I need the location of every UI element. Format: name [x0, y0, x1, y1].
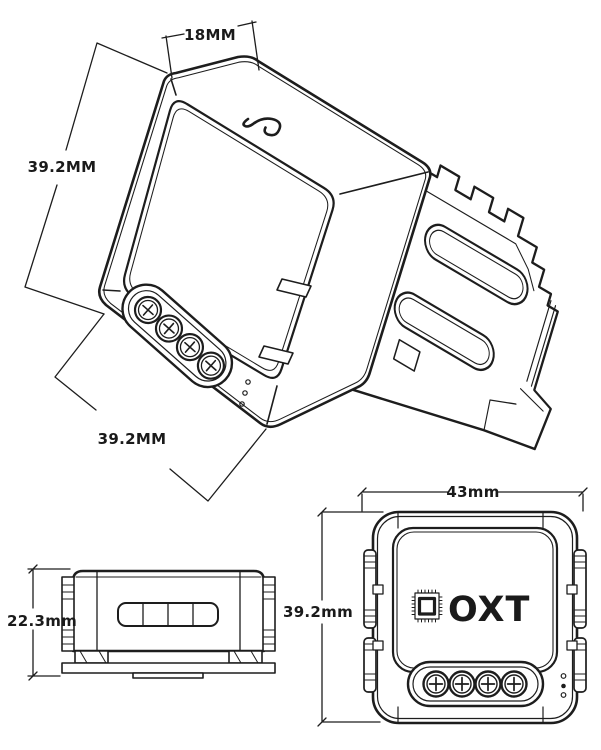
dim-label-side-height: 22.3mm: [7, 612, 77, 630]
side-rail-right: [262, 576, 276, 652]
front-dimensions: [317, 487, 588, 727]
side-rail-left: [61, 576, 75, 652]
clip-tab-lower: [258, 345, 294, 365]
isometric-view: [97, 55, 432, 429]
front-clips-left: [363, 549, 384, 693]
side-window-dividers: [142, 602, 194, 627]
side-seams: [96, 570, 241, 652]
front-screw-terminal-3: [474, 670, 502, 698]
screw-terminal-1: [133, 295, 163, 325]
dim-label-iso-height: 39.2MM: [28, 158, 97, 176]
bracket-slot-lower-inner: [398, 297, 490, 366]
front-clips-right: [566, 549, 587, 693]
dim-label-front-height: 39.2mm: [283, 603, 353, 621]
bracket-slot-upper: [424, 223, 529, 306]
front-indicator-dots: [560, 673, 567, 698]
screw-terminal-3: [175, 333, 205, 362]
dim-height-lines: [24, 42, 168, 315]
dim-depth-lines: [161, 20, 260, 79]
dim-label-front-width: 43mm: [446, 483, 499, 501]
dim-width-lines: [54, 313, 267, 502]
front-screw-terminal-4: [500, 670, 528, 698]
bracket-inner-profile: [410, 181, 557, 431]
side-base: [61, 650, 276, 679]
chip-icon: [411, 589, 443, 623]
dim-label-iso-depth: 18MM: [184, 26, 236, 44]
front-screw-terminal-2: [448, 670, 476, 698]
hook-icon: [242, 117, 282, 137]
iso-dimensions: [24, 20, 267, 502]
front-terminal-block: [406, 660, 545, 708]
device-edge-lines: [102, 78, 429, 425]
dim-label-iso-width: 39.2MM: [98, 430, 167, 448]
screw-terminal-2: [154, 314, 184, 343]
front-view: OXT: [283, 483, 588, 727]
bracket-square-hole: [392, 338, 421, 372]
clip-tab-upper: [276, 278, 312, 298]
front-screw-terminal-1: [422, 670, 450, 698]
side-view: 22.3mm: [7, 564, 276, 681]
brand-logo: OXT: [448, 590, 530, 630]
side-dimension: [27, 564, 71, 681]
front-body-inner: [376, 515, 574, 720]
indicator-dots: [239, 379, 251, 407]
front-seams: [397, 512, 544, 723]
bracket-slot-lower: [393, 291, 495, 372]
bracket-slot-upper-inner: [429, 229, 524, 300]
screw-terminal-4: [196, 351, 226, 380]
terminal-block: [121, 283, 234, 389]
